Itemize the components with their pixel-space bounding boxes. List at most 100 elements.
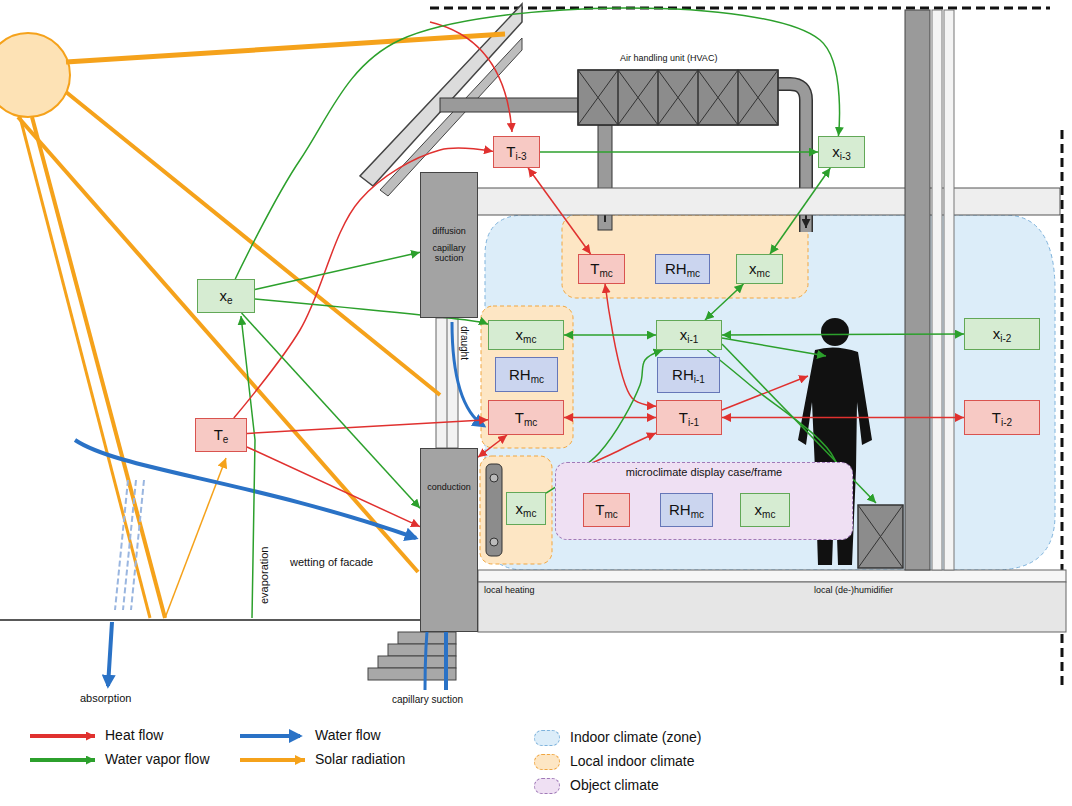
vapor-flow-arrow xyxy=(564,334,656,336)
variable-subscript: i-2 xyxy=(1001,417,1012,428)
legend-swatch xyxy=(534,730,560,746)
annotation-label: evaporation xyxy=(258,547,270,605)
temperature-box: Tmc xyxy=(488,400,564,435)
window-frame xyxy=(447,318,448,448)
humidity-ratio-box: xmc xyxy=(740,493,790,527)
heat-flow-arrow xyxy=(572,433,656,493)
local-climate-region xyxy=(481,306,573,448)
roof xyxy=(380,38,522,196)
legend-sample xyxy=(30,758,95,762)
radiator xyxy=(486,464,502,556)
annotation-label: wetting of facade xyxy=(290,556,373,568)
column xyxy=(905,10,930,570)
temperature-box: Tmc xyxy=(578,254,625,284)
box-label: capillary suction xyxy=(423,243,475,264)
annotation-label: draught xyxy=(459,326,470,360)
air-handling-unit xyxy=(658,70,698,125)
vapor-flow-arrow xyxy=(707,350,841,513)
variable-symbol: RH xyxy=(672,366,694,383)
water-arrow xyxy=(75,440,416,538)
variable-symbol: x xyxy=(516,326,524,343)
legend-text: Solar radiation xyxy=(315,752,405,767)
variable-symbol: RH xyxy=(509,366,531,383)
vapor-arrow xyxy=(722,344,876,503)
vapor-flow-arrow xyxy=(255,299,488,324)
column xyxy=(932,10,942,570)
radiator xyxy=(486,464,502,556)
vapor-flow-arrow xyxy=(705,284,743,320)
humidity-ratio-box: xe xyxy=(197,279,255,313)
variable-symbol: T xyxy=(679,409,688,426)
humidity-ratio-box: xmc xyxy=(736,254,783,284)
solar-ray xyxy=(18,34,505,618)
variable-label: RHi-1 xyxy=(672,366,705,383)
variable-label: RHmc xyxy=(509,366,544,383)
heat-flow-arrow xyxy=(605,284,656,406)
variable-subscript: e xyxy=(227,295,233,306)
legend-swatch xyxy=(534,754,560,770)
heat-flow-arrow xyxy=(234,148,493,418)
dehumidifier xyxy=(858,505,903,568)
box-label: microclimate display case/frame xyxy=(626,466,783,479)
radiator xyxy=(490,538,498,546)
local-climate-region xyxy=(480,456,552,564)
variable-subscript: i-1 xyxy=(688,417,699,428)
annotation-label: local (de-)humidifier xyxy=(814,586,893,596)
variable-label: xmc xyxy=(516,500,537,517)
variable-label: Tmc xyxy=(595,501,618,518)
water-arrow xyxy=(108,622,112,686)
relative-humidity-box: RHi-1 xyxy=(657,357,720,393)
ceiling-slab xyxy=(448,188,1060,215)
vapor-flow-arrow xyxy=(242,313,420,508)
variable-symbol: x xyxy=(832,143,840,160)
variable-label: Tmc xyxy=(590,260,613,277)
dehumidifier xyxy=(858,505,903,568)
dehumidifier xyxy=(858,505,903,568)
heat-flow-arrow xyxy=(722,417,964,419)
variable-label: xi-2 xyxy=(993,325,1012,342)
air-handling-unit xyxy=(578,70,778,125)
vapor-flow-arrow xyxy=(255,252,420,289)
variable-label: xi-3 xyxy=(832,143,851,160)
water-arrow xyxy=(444,540,448,690)
heat-flow-arrow xyxy=(478,435,507,457)
legend-text: Local indoor climate xyxy=(570,754,695,769)
variable-symbol: T xyxy=(214,426,223,443)
variable-symbol: T xyxy=(506,143,515,160)
solar-ray xyxy=(20,117,150,618)
variable-subscript: mc xyxy=(531,374,544,385)
variable-subscript: e xyxy=(223,434,229,445)
step xyxy=(368,668,456,680)
floor-slab xyxy=(478,570,1066,582)
person xyxy=(821,318,849,346)
air-handling-unit xyxy=(578,70,778,125)
variable-symbol: x xyxy=(755,501,763,518)
heat-arrow xyxy=(430,22,512,132)
humidity-ratio-box: xi-1 xyxy=(656,320,722,350)
solar-ray xyxy=(32,117,165,618)
legend-sample xyxy=(240,758,305,762)
annotation-label: Air handling unit (HVAC) xyxy=(620,54,717,64)
rain xyxy=(131,480,144,610)
air-handling-unit xyxy=(698,70,738,125)
variable-symbol: x xyxy=(993,325,1001,342)
vapor-flow-arrow xyxy=(722,333,964,335)
legend-text: Indoor climate (zone) xyxy=(570,730,702,745)
variable-subscript: i-1 xyxy=(694,374,705,385)
variable-label: Ti-2 xyxy=(992,409,1012,426)
heat-flow-arrow xyxy=(564,417,656,419)
temperature-box: Ti-1 xyxy=(656,400,722,435)
vapor-arrow xyxy=(241,316,255,618)
variable-symbol: RH xyxy=(669,501,691,518)
variable-label: xmc xyxy=(516,326,537,343)
vapor-flow-arrow xyxy=(540,151,818,153)
variable-symbol: RH xyxy=(665,260,687,277)
variable-label: RHmc xyxy=(669,501,704,518)
rain xyxy=(115,480,144,610)
legend-text: Object climate xyxy=(570,778,659,793)
variable-symbol: T xyxy=(515,409,524,426)
variable-subscript: i-2 xyxy=(1000,333,1011,344)
variable-label: xi-1 xyxy=(680,326,699,343)
humidity-ratio-box: xmc xyxy=(506,492,546,525)
